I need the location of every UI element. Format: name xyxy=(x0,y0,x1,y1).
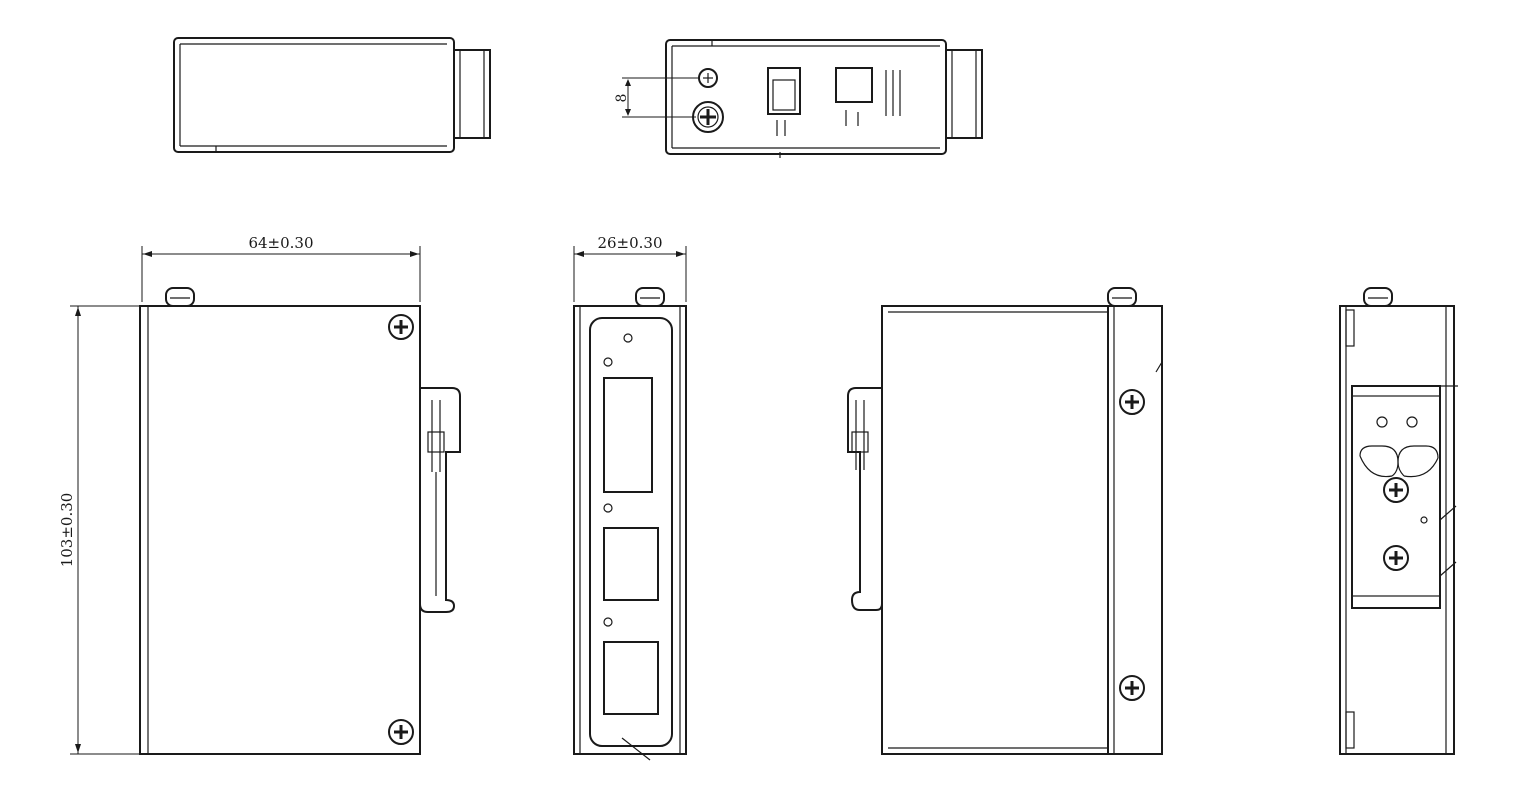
top-view-connectors: 8 xyxy=(614,39,983,158)
screw-head-icon xyxy=(1118,388,1146,416)
hole-spacing-label: 8 xyxy=(614,94,630,103)
din-rail-clip-icon xyxy=(419,387,461,613)
height-dimension-label: 103±0.30 xyxy=(58,493,76,568)
front-view: 64±0.30 103±0.30 xyxy=(58,234,461,755)
rear-view xyxy=(847,287,1163,755)
width-dimension-label: 64±0.30 xyxy=(248,234,313,252)
screw-head-icon xyxy=(387,718,415,746)
depth-dimension-label: 26±0.30 xyxy=(597,234,662,252)
port-outline xyxy=(767,67,801,115)
screw-head-icon xyxy=(1118,674,1146,702)
screw-head-icon xyxy=(1382,476,1410,504)
hatch-pattern-icon xyxy=(589,317,673,747)
top-view-left xyxy=(173,37,491,153)
screw-head-icon xyxy=(387,313,415,341)
side-view-hatched: 26±0.30 xyxy=(573,234,687,761)
side-view-din-mount xyxy=(1339,287,1458,755)
din-rail-clip-icon xyxy=(847,387,883,611)
screw-head-icon xyxy=(1382,544,1410,572)
terminal-outline xyxy=(835,67,873,103)
